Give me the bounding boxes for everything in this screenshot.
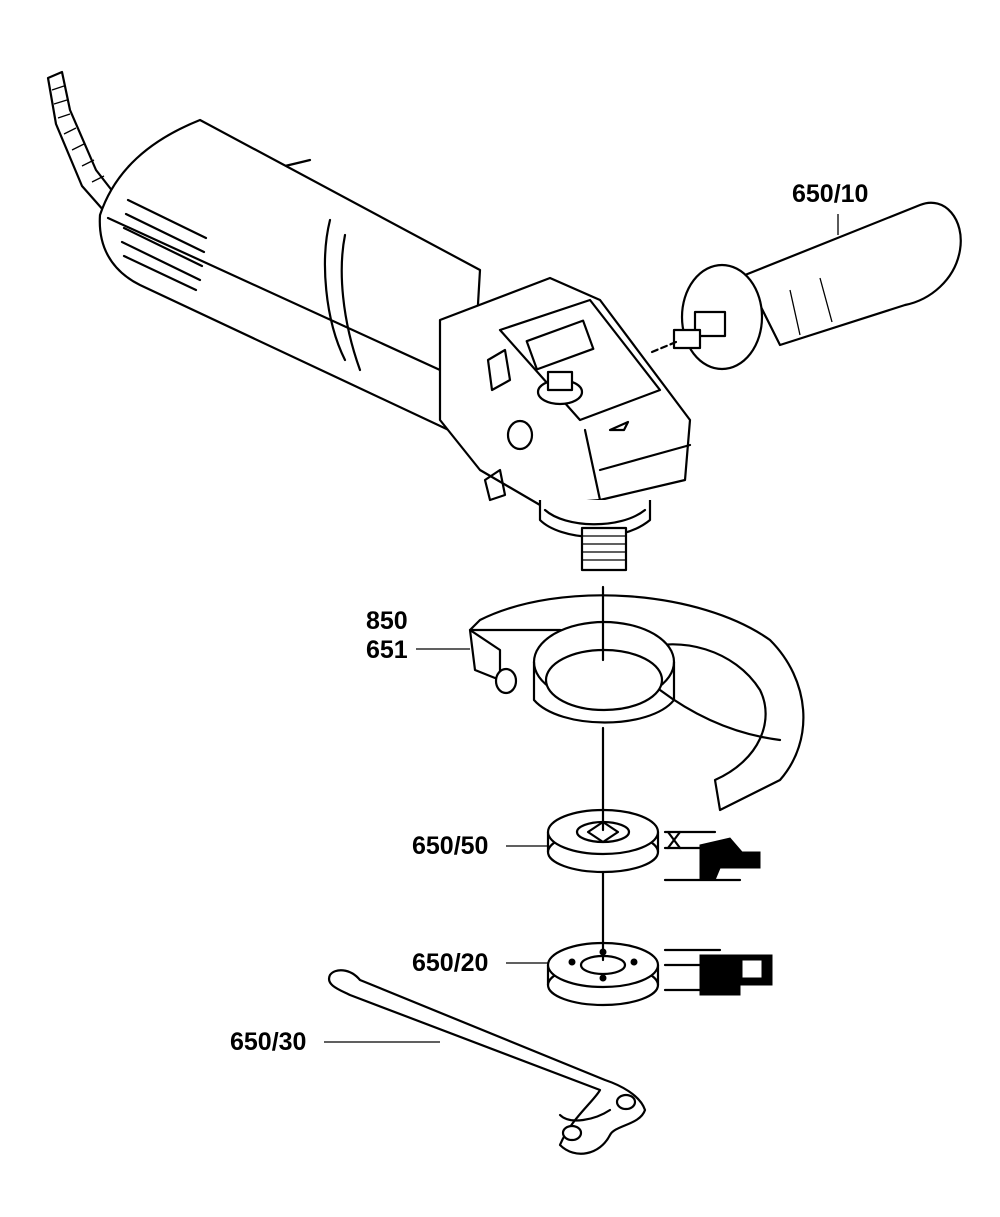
flange-section-view: [663, 830, 761, 882]
motor-housing: [98, 118, 482, 442]
side-handle: [650, 201, 962, 371]
nut-section-view: [663, 948, 773, 996]
label-850: 850: [366, 607, 408, 635]
wheel-guard: [468, 594, 805, 812]
label-651: 651: [366, 636, 408, 664]
leader-lines: [324, 214, 839, 1043]
gear-head: [438, 276, 692, 572]
spanner-wrench: [327, 969, 647, 1155]
label-650-50: 650/50: [412, 832, 489, 860]
label-650-10: 650/10: [792, 180, 869, 208]
label-650-20: 650/20: [412, 949, 489, 977]
mounting-flange: [546, 808, 660, 874]
clamp-nut: [546, 941, 660, 1007]
label-650-30: 650/30: [230, 1028, 307, 1056]
